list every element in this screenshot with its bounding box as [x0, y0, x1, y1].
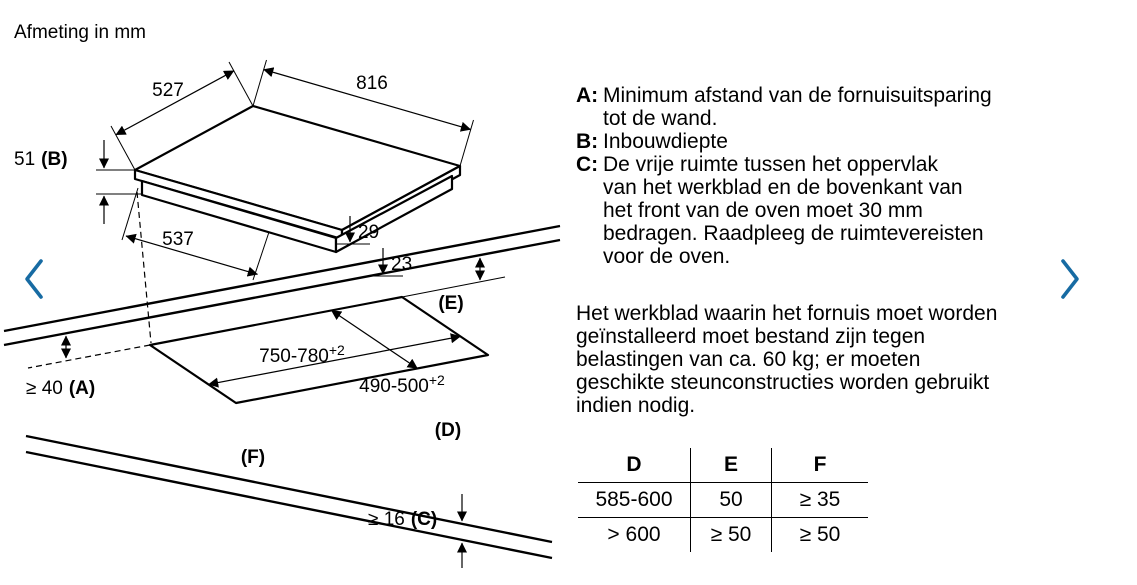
dim-label-B: 51(B): [14, 149, 68, 170]
legend-b-line: Inbouwdiepte: [603, 130, 728, 153]
paragraph-line: indien nodig.: [576, 394, 696, 417]
previous-image-button[interactable]: [22, 256, 46, 302]
table-cell: ≥ 50: [771, 517, 868, 552]
installation-diagram: Afmeting in mm ≥ 40(A) (E) 750-780+2: [3, 22, 561, 568]
hob-body-right: [334, 174, 454, 254]
table-cell: ≥ 35: [771, 482, 868, 518]
dim-label-F: (F): [241, 447, 265, 468]
legend-item-a: A: Minimum afstand van de fornuisuitspar…: [576, 84, 1132, 130]
dim-line-cutout-depth: [330, 309, 418, 369]
legend-c-line: het front van de oven moet 30 mm: [603, 199, 923, 222]
dim-label-29: 29: [358, 222, 379, 243]
counter-back-edge-outer: [3, 224, 561, 333]
legend-item-c: C: De vrije ruimte tussen het oppervlak …: [576, 153, 1132, 268]
table-header-d: D: [578, 448, 691, 483]
paragraph-line: geschikte steunconstructies worden gebru…: [576, 371, 990, 394]
dim-label-cutout-depth: 490-500+2: [359, 372, 445, 397]
dim-line-816: [263, 67, 472, 132]
cutout-right-edge-extension: [401, 276, 506, 298]
table-cell: ≥ 50: [690, 517, 772, 552]
table-header-e: E: [690, 448, 772, 483]
dim-label-816: 816: [356, 73, 388, 94]
paragraph-line: belastingen van ca. 60 kg; er moeten: [576, 348, 921, 371]
legend-c-line: bedragen. Raadpleeg de ruimtevereisten: [603, 222, 984, 245]
worktop-requirements-text: Het werkblad waarin het fornuis moet wor…: [576, 302, 1132, 417]
legend-letter-c: C:: [576, 153, 599, 176]
legend-c-line: De vrije ruimte tussen het oppervlak: [603, 153, 938, 176]
table-cell: 50: [690, 482, 772, 518]
dim-label-D: (D): [435, 420, 461, 441]
worktop-cutout: [148, 295, 490, 405]
dimension-table: D E F 585-600 50 ≥ 35 > 600 ≥ 50 ≥ 50: [578, 448, 868, 552]
chevron-right-icon: [1061, 259, 1079, 299]
table-header-f: F: [771, 448, 868, 483]
table-cell: 585-600: [578, 482, 691, 518]
legend-a-line: Minimum afstand van de fornuisuitsparing: [603, 84, 992, 107]
dim-line-537: [125, 233, 258, 277]
paragraph-line: Het werkblad waarin het fornuis moet wor…: [576, 302, 998, 325]
dim-label-527: 527: [152, 80, 184, 101]
table-row: > 600 ≥ 50 ≥ 50: [578, 517, 868, 552]
counter-back-edge-inner: [3, 238, 561, 347]
legend-c-line: voor de oven.: [603, 245, 731, 268]
dim-line-527: [115, 70, 235, 136]
dim-label-537: 537: [162, 229, 194, 250]
dim-label-A: ≥ 40(A): [26, 378, 95, 399]
dimension-drawing: Afmeting in mm ≥ 40(A) (E) 750-780+2: [3, 22, 561, 568]
dim-label-23: 23: [391, 254, 412, 275]
dim-label-cutout-width: 750-780+2: [259, 342, 345, 367]
legend-letter-b: B:: [576, 130, 599, 153]
table-cell: > 600: [607, 523, 661, 546]
chevron-left-icon: [25, 259, 43, 299]
legend-item-b: B: Inbouwdiepte: [576, 130, 1132, 153]
dim-label-E: (E): [438, 293, 463, 314]
counter-front-edge-top: [25, 434, 553, 544]
table-row: 585-600 50 ≥ 35: [578, 482, 868, 518]
legend-letter-a: A:: [576, 84, 599, 107]
table-header-row: D E F: [578, 448, 868, 483]
counter-front-edge-bottom: [25, 450, 553, 560]
legend-c-line: van het werkblad en de bovenkant van: [603, 176, 963, 199]
paragraph-line: geïnstalleerd moet bestand zijn tegen: [576, 325, 926, 348]
legend-a-line: tot de wand.: [603, 107, 718, 130]
cutout-back-edge-extension: [27, 344, 151, 369]
next-image-button[interactable]: [1058, 256, 1082, 302]
diagram-title: Afmeting in mm: [14, 22, 146, 43]
dim-label-C: ≥ 16(C): [368, 509, 437, 530]
legend: A: Minimum afstand van de fornuisuitspar…: [576, 84, 1132, 268]
